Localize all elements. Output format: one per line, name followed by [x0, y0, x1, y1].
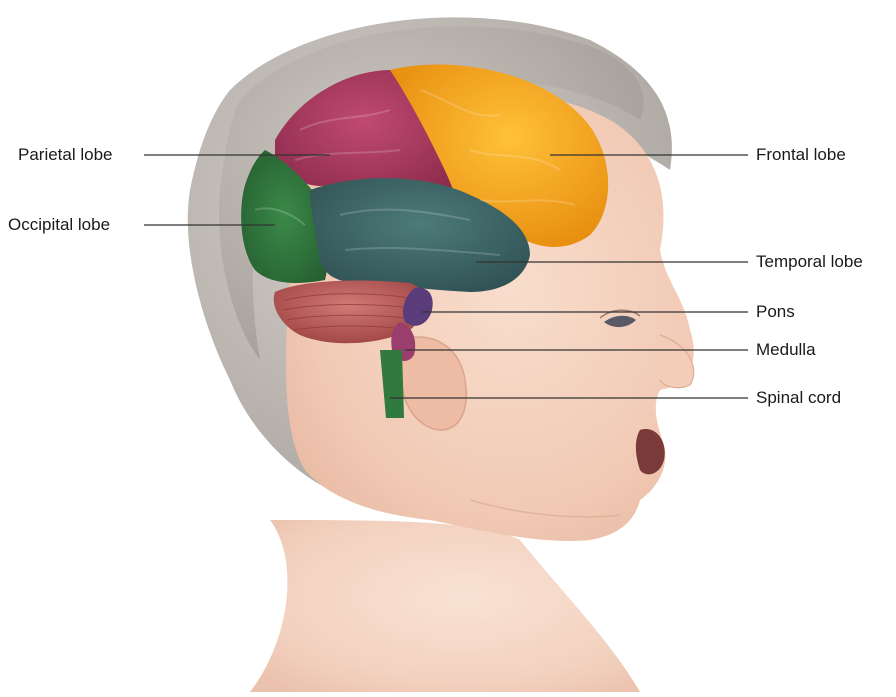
label-medulla: Medulla: [756, 340, 816, 360]
label-temporal-lobe: Temporal lobe: [756, 252, 863, 272]
label-occipital-lobe: Occipital lobe: [8, 215, 110, 235]
neck-shoulder: [250, 520, 640, 692]
label-spinal-cord: Spinal cord: [756, 388, 841, 408]
label-frontal-lobe: Frontal lobe: [756, 145, 846, 165]
label-pons: Pons: [756, 302, 795, 322]
label-parietal-lobe: Parietal lobe: [18, 145, 113, 165]
